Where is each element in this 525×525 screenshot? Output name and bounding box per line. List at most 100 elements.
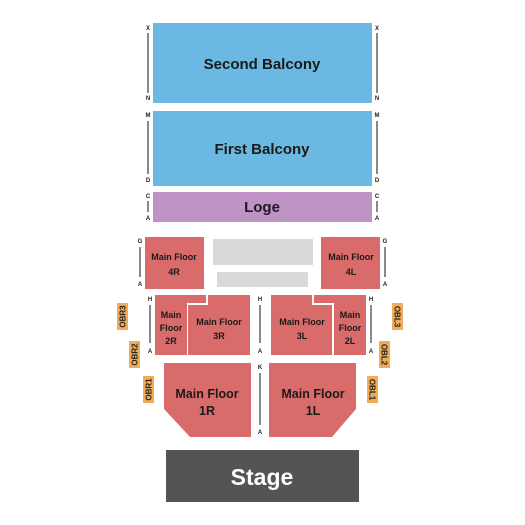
main-floor-3l-label-line2: 3L — [297, 331, 308, 341]
first-balcony-area[interactable] — [153, 111, 372, 186]
obstructed-box-obr3[interactable]: OBR3 — [117, 303, 128, 330]
main-floor-3r-label-line2: 3R — [213, 331, 225, 341]
main-floor-4l-label-line1: Main Floor — [328, 252, 374, 262]
main-floor-1r-label-line2: 1R — [199, 404, 215, 418]
obstructed-box-obl1[interactable]: OBL1 — [367, 376, 378, 403]
obr1-box[interactable] — [143, 376, 154, 403]
row-markers-main-floor-1-aisle: K A — [258, 365, 263, 436]
main-floor-1l-area[interactable] — [269, 363, 356, 437]
row-markers-main-floor-2r: H A — [148, 297, 153, 355]
obl1-box[interactable] — [367, 376, 378, 403]
obstructed-box-obr1[interactable]: OBR1 — [143, 376, 154, 403]
main-floor-2l-label-line3: 2L — [345, 336, 356, 346]
second-balcony-area[interactable] — [153, 23, 372, 103]
section-second-balcony[interactable]: Second Balcony — [153, 23, 372, 103]
row-marker-bottom: A — [369, 349, 374, 355]
main-floor-2r-label-line3: 2R — [165, 336, 177, 346]
loge-label: Loge — [244, 199, 280, 216]
row-marker-top: X — [146, 26, 150, 32]
section-main-floor-1r[interactable]: Main Floor 1R — [164, 363, 251, 437]
blocked-area-upper — [213, 239, 313, 265]
main-floor-1r-label-line1: Main Floor — [175, 387, 238, 401]
stage-label: Stage — [231, 464, 294, 490]
first-balcony-label: First Balcony — [214, 141, 310, 158]
row-marker-top: C — [146, 194, 151, 200]
main-floor-3r-label-line1: Main Floor — [196, 317, 242, 327]
section-first-balcony[interactable]: First Balcony — [153, 111, 372, 186]
obstructed-box-obr2[interactable]: OBR2 — [129, 341, 140, 368]
obl1-label: OBL1 — [368, 379, 377, 401]
obstructed-box-obl2[interactable]: OBL2 — [379, 341, 390, 368]
row-markers-main-floor-4r: G A — [138, 239, 143, 288]
main-floor-2l-label-line1: Main — [340, 310, 361, 320]
main-floor-4r-label-line2: 4R — [168, 267, 180, 277]
row-markers-main-floor-4l: G A — [383, 239, 388, 288]
row-marker-top: G — [138, 239, 143, 245]
row-marker-bottom: A — [383, 282, 388, 288]
row-marker-bottom: A — [258, 430, 263, 436]
row-marker-bottom: N — [375, 96, 379, 102]
obr1-label: OBR1 — [145, 378, 154, 401]
row-marker-bottom: D — [146, 178, 151, 184]
row-marker-bottom: A — [148, 349, 153, 355]
row-markers-loge-right: C A — [375, 194, 380, 222]
main-floor-2l-label-line2: Floor — [339, 323, 362, 333]
main-floor-1l-label-line2: 1L — [306, 404, 321, 418]
blocked-area-lower — [217, 272, 308, 287]
section-main-floor-3l[interactable]: Main Floor 3L — [271, 295, 332, 355]
row-marker-bottom: A — [146, 216, 151, 222]
obstructed-box-obl3[interactable]: OBL3 — [392, 303, 403, 330]
obr2-box[interactable] — [129, 341, 140, 368]
row-marker-top: X — [375, 26, 379, 32]
section-main-floor-2l[interactable]: Main Floor 2L — [314, 295, 366, 355]
row-markers-loge-left: C A — [146, 194, 151, 222]
row-marker-top: M — [146, 113, 151, 119]
stage: Stage — [166, 450, 359, 502]
main-floor-1r-area[interactable] — [164, 363, 251, 437]
section-main-floor-4r[interactable]: Main Floor 4R — [145, 237, 204, 289]
main-floor-2l-area[interactable] — [314, 295, 366, 355]
row-markers-main-floor-3r-aisle: H A — [258, 297, 263, 355]
main-floor-1l-label-line1: Main Floor — [281, 387, 344, 401]
obl2-label: OBL2 — [380, 344, 389, 366]
row-markers-second-balcony-left: X N — [146, 26, 150, 102]
row-markers-first-balcony-right: M D — [375, 113, 380, 184]
row-markers-second-balcony-right: X N — [375, 26, 379, 102]
section-main-floor-1l[interactable]: Main Floor 1L — [269, 363, 356, 437]
second-balcony-label: Second Balcony — [204, 56, 321, 73]
section-main-floor-4l[interactable]: Main Floor 4L — [321, 237, 380, 289]
row-markers-main-floor-2l: H A — [369, 297, 374, 355]
stage-area — [166, 450, 359, 502]
loge-area[interactable] — [153, 192, 372, 222]
row-marker-top: H — [258, 297, 262, 303]
row-marker-bottom: A — [375, 216, 380, 222]
row-marker-bottom: A — [138, 282, 143, 288]
obr3-label: OBR3 — [119, 305, 128, 328]
row-marker-top: H — [369, 297, 373, 303]
section-main-floor-3r[interactable]: Main Floor 3R — [188, 295, 250, 355]
main-floor-4r-area[interactable] — [145, 237, 204, 289]
obr2-label: OBR2 — [131, 343, 140, 366]
obr3-box[interactable] — [117, 303, 128, 330]
row-marker-top: K — [258, 365, 263, 371]
row-marker-top: H — [148, 297, 152, 303]
main-floor-2r-area[interactable] — [155, 295, 206, 355]
main-floor-4l-area[interactable] — [321, 237, 380, 289]
obl3-box[interactable] — [392, 303, 403, 330]
section-main-floor-2r[interactable]: Main Floor 2R — [155, 295, 206, 355]
row-marker-bottom: N — [146, 96, 150, 102]
row-marker-top: C — [375, 194, 380, 200]
main-floor-3r-area[interactable] — [188, 295, 250, 355]
obl2-box[interactable] — [379, 341, 390, 368]
main-floor-3l-area[interactable] — [271, 295, 332, 355]
main-floor-4r-label-line1: Main Floor — [151, 252, 197, 262]
row-markers-first-balcony-left: M D — [146, 113, 151, 184]
obl3-label: OBL3 — [393, 306, 402, 328]
row-marker-top: M — [375, 113, 380, 119]
row-marker-bottom: D — [375, 178, 380, 184]
row-marker-top: G — [383, 239, 388, 245]
section-loge[interactable]: Loge — [153, 192, 372, 222]
row-marker-bottom: A — [258, 349, 263, 355]
main-floor-2r-label-line1: Main — [161, 310, 182, 320]
